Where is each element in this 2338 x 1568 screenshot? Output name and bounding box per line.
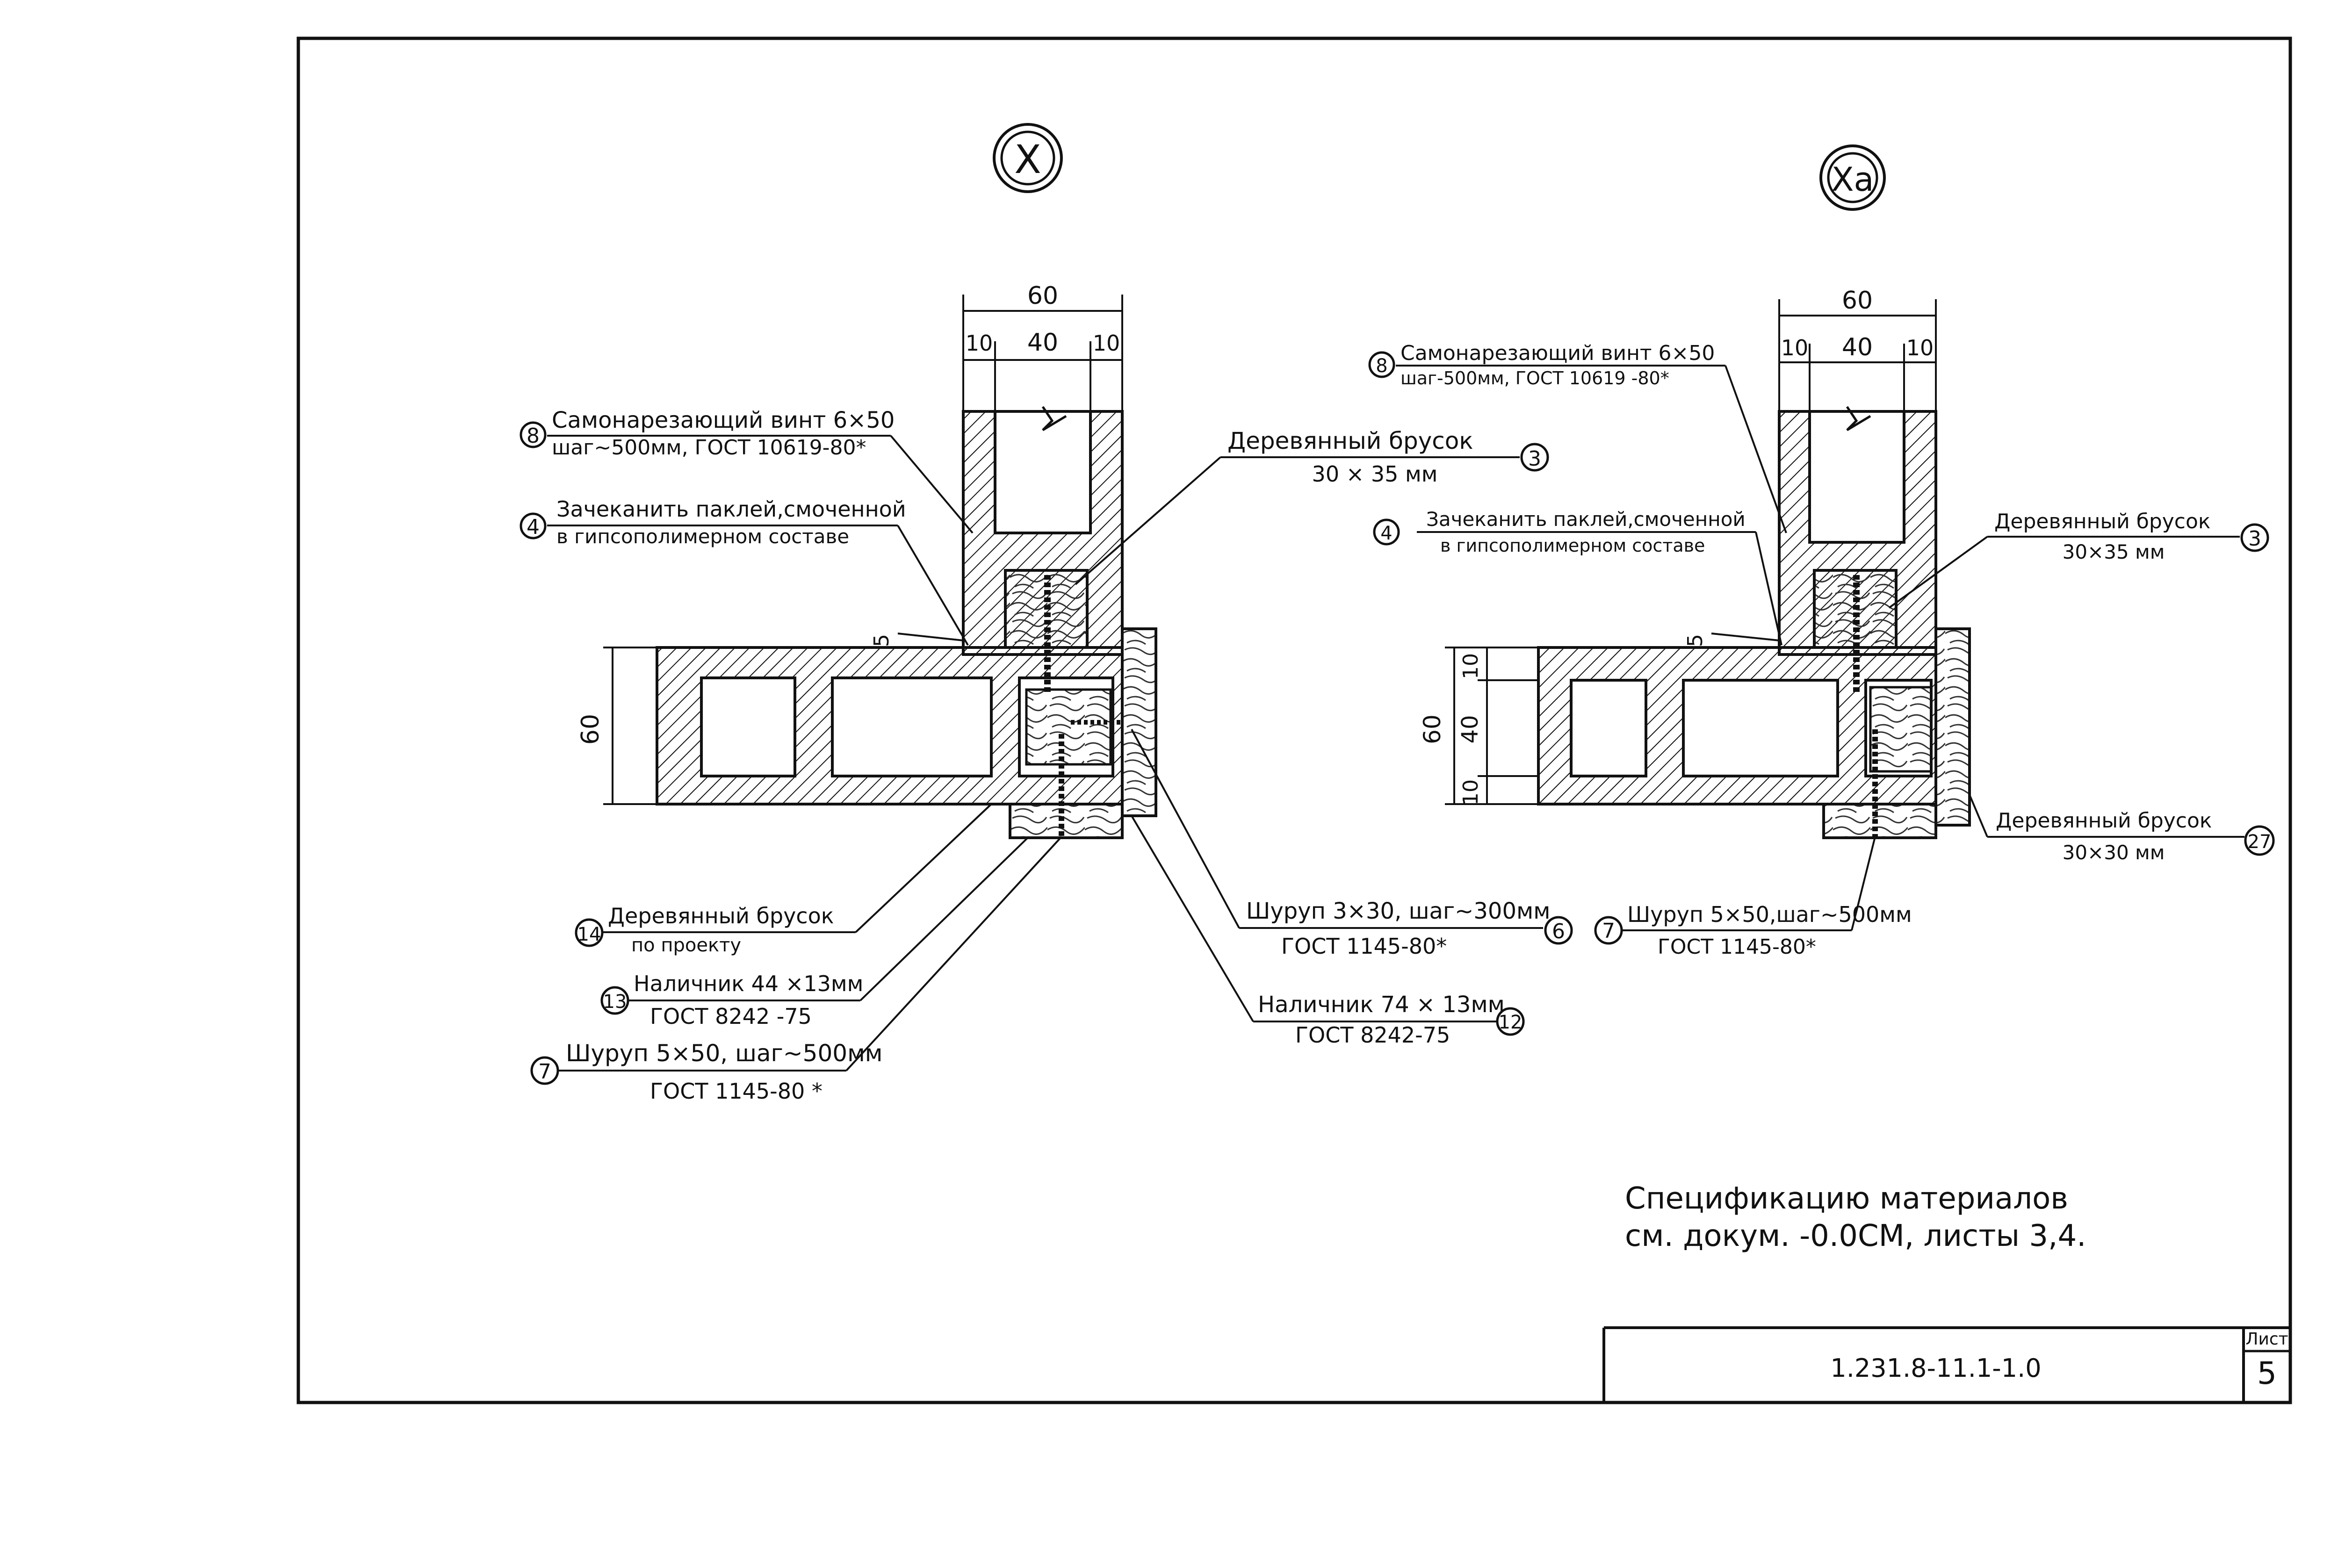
- title-block: 1.231.8-11.1-1.0 Лист 5: [1602, 1326, 2290, 1403]
- callout-x-13-line2: ГОСТ 8242 -75: [650, 1004, 812, 1029]
- svg-text:12: 12: [1499, 1012, 1523, 1033]
- detail-x-top-dimensions: 60 10 40 10: [962, 282, 1123, 411]
- svg-text:6: 6: [1552, 920, 1565, 943]
- svg-text:3: 3: [2248, 527, 2261, 551]
- detail-xa-label: Xa: [1832, 160, 1874, 199]
- dim-x-top-total: 60: [1027, 282, 1058, 310]
- callout-x-7-line1: Шуруп 5×50, шаг~500мм: [566, 1040, 883, 1067]
- detail-xa-casing-bottom: [1822, 803, 1937, 839]
- detail-x-side-dimension: 60: [577, 647, 657, 805]
- callout-x-6: Шуруп 3×30, шаг~300мм ГОСТ 1145-80* 6: [1131, 729, 1573, 959]
- svg-text:4: 4: [1380, 523, 1392, 544]
- detail-x: X 60 10 40: [520, 123, 1573, 1104]
- callout-xa-3: Деревянный брусок 30×35 мм 3: [1888, 510, 2269, 609]
- sheet-frame: [296, 36, 2292, 1404]
- callout-xa-7: 7 Шуруп 5×50,шаг~500мм ГОСТ 1145-80*: [1594, 836, 1912, 959]
- callout-xa-3-line2: 30×35 мм: [2063, 540, 2165, 563]
- callout-x-4: 4 Зачеканить паклей,смоченной в гипсопол…: [520, 496, 969, 646]
- callout-xa-7-line1: Шуруп 5×50,шаг~500мм: [1627, 902, 1912, 927]
- callout-xa-27-line2: 30×30 мм: [2063, 841, 2165, 864]
- callout-x-14-line1: Деревянный брусок: [608, 903, 834, 928]
- callout-x-4-line2: в гипсополимерном составе: [556, 525, 849, 548]
- detail-x-label: X: [1014, 137, 1041, 182]
- callout-xa-4-line2: в гипсополимерном составе: [1440, 535, 1705, 556]
- dim-xa-top-mid: 40: [1842, 333, 1873, 361]
- dim-xa-side-top: 10: [1459, 653, 1483, 679]
- sheet-label: Лист: [2245, 1330, 2288, 1349]
- svg-text:4: 4: [527, 515, 540, 539]
- svg-text:14: 14: [577, 924, 601, 945]
- svg-text:13: 13: [603, 991, 627, 1013]
- callout-x-7-line2: ГОСТ 1145-80 *: [650, 1079, 823, 1104]
- callout-xa-7-line2: ГОСТ 1145-80*: [1658, 935, 1816, 959]
- dim-xa-side-mid: 40: [1457, 715, 1483, 743]
- dim-xa-side-bottom: 10: [1459, 779, 1483, 806]
- svg-text:7: 7: [1602, 919, 1615, 943]
- callout-x-14-line2: по проекту: [631, 935, 741, 956]
- detail-xa-wood-inner: [1869, 686, 1933, 773]
- callout-x-13: 13 Наличник 44 ×13мм ГОСТ 8242 -75: [600, 836, 1030, 1029]
- sheet-number: 5: [2257, 1355, 2277, 1391]
- callout-x-6-line1: Шуруп 3×30, шаг~300мм: [1246, 898, 1550, 924]
- dim-x-top-right: 10: [1093, 331, 1120, 356]
- document-code: 1.231.8-11.1-1.0: [1830, 1353, 2041, 1383]
- callout-xa-3-line1: Деревянный брусок: [1994, 510, 2211, 533]
- callout-x-8-line1: Самонарезающий винт 6×50: [552, 407, 895, 433]
- dim-xa-top-left: 10: [1781, 335, 1809, 360]
- callout-x-7: 7 Шуруп 5×50, шаг~500мм ГОСТ 1145-80 *: [530, 836, 1062, 1104]
- svg-text:8: 8: [527, 424, 540, 448]
- callout-x-12-line1: Наличник 74 × 13мм: [1258, 992, 1505, 1018]
- callout-xa-4: 4 Зачеканить паклей,смоченной в гипсопол…: [1373, 508, 1782, 646]
- dim-xa-side-total: 60: [1419, 714, 1446, 744]
- callout-x-12-line2: ГОСТ 8242-75: [1295, 1022, 1450, 1048]
- detail-x-wood-inner: [1025, 688, 1112, 766]
- dim-xa-gap: 5: [1683, 634, 1707, 647]
- callout-xa-27: Деревянный брусок 30×30 мм 27: [1969, 794, 2275, 864]
- callout-x-6-line2: ГОСТ 1145-80*: [1281, 934, 1447, 959]
- detail-xa-top-dimensions: 60 10 40 10: [1778, 287, 1937, 411]
- callout-x-3: Деревянный брусок 30 × 35 мм 3: [1075, 427, 1549, 585]
- callout-x-8: 8 Самонарезающий винт 6×50 шаг~500мм, ГО…: [520, 407, 974, 534]
- dim-x-gap: 5: [870, 634, 894, 647]
- dim-x-top-left: 10: [966, 331, 993, 356]
- dim-x-top-mid: 40: [1027, 329, 1058, 357]
- callout-xa-4-line1: Зачеканить паклей,смоченной: [1426, 508, 1746, 531]
- detail-xa: Xa 60 10 40 10 5: [1368, 144, 2275, 959]
- detail-xa-casing-right: [1934, 627, 1971, 827]
- callout-x-3-line1: Деревянный брусок: [1227, 427, 1473, 454]
- callout-x-14: 14 Деревянный брусок по проекту: [575, 803, 992, 956]
- materials-note-line1: Спецификацию материалов: [1625, 1181, 2068, 1216]
- detail-x-marker: X: [993, 123, 1063, 193]
- callout-x-8-line2: шаг~500мм, ГОСТ 10619-80*: [552, 436, 866, 460]
- svg-text:3: 3: [1528, 447, 1541, 471]
- dim-xa-top-total: 60: [1842, 287, 1873, 315]
- detail-xa-side-dimensions: 60 10 40 10: [1419, 647, 1538, 806]
- svg-text:7: 7: [538, 1060, 551, 1084]
- callout-xa-8-line1: Самонарезающий винт 6×50: [1400, 341, 1715, 365]
- detail-x-casing-74: [1121, 627, 1157, 817]
- callout-x-13-line1: Наличник 44 ×13мм: [634, 971, 863, 996]
- callout-xa-8: 8 Самонарезающий винт 6×50 шаг-500мм, ГО…: [1368, 341, 1787, 533]
- materials-note: Спецификацию материалов см. докум. -0.0С…: [1625, 1181, 2086, 1253]
- svg-text:27: 27: [2248, 831, 2272, 853]
- svg-text:8: 8: [1376, 355, 1387, 377]
- detail-x-casing-44: [1009, 803, 1124, 839]
- dim-x-side-total: 60: [577, 714, 605, 745]
- dim-xa-top-right: 10: [1906, 335, 1934, 360]
- callout-xa-8-line2: шаг-500мм, ГОСТ 10619 -80*: [1400, 368, 1669, 388]
- callout-x-4-line1: Зачеканить паклей,смоченной: [556, 496, 906, 522]
- callout-x-12: Наличник 74 × 13мм ГОСТ 8242-75 12: [1131, 815, 1525, 1048]
- callout-x-3-line2: 30 × 35 мм: [1312, 461, 1438, 487]
- callout-xa-27-line1: Деревянный брусок: [1996, 809, 2212, 833]
- detail-xa-marker: Xa: [1819, 144, 1886, 211]
- materials-note-line2: см. докум. -0.0СМ, листы 3,4.: [1625, 1219, 2086, 1253]
